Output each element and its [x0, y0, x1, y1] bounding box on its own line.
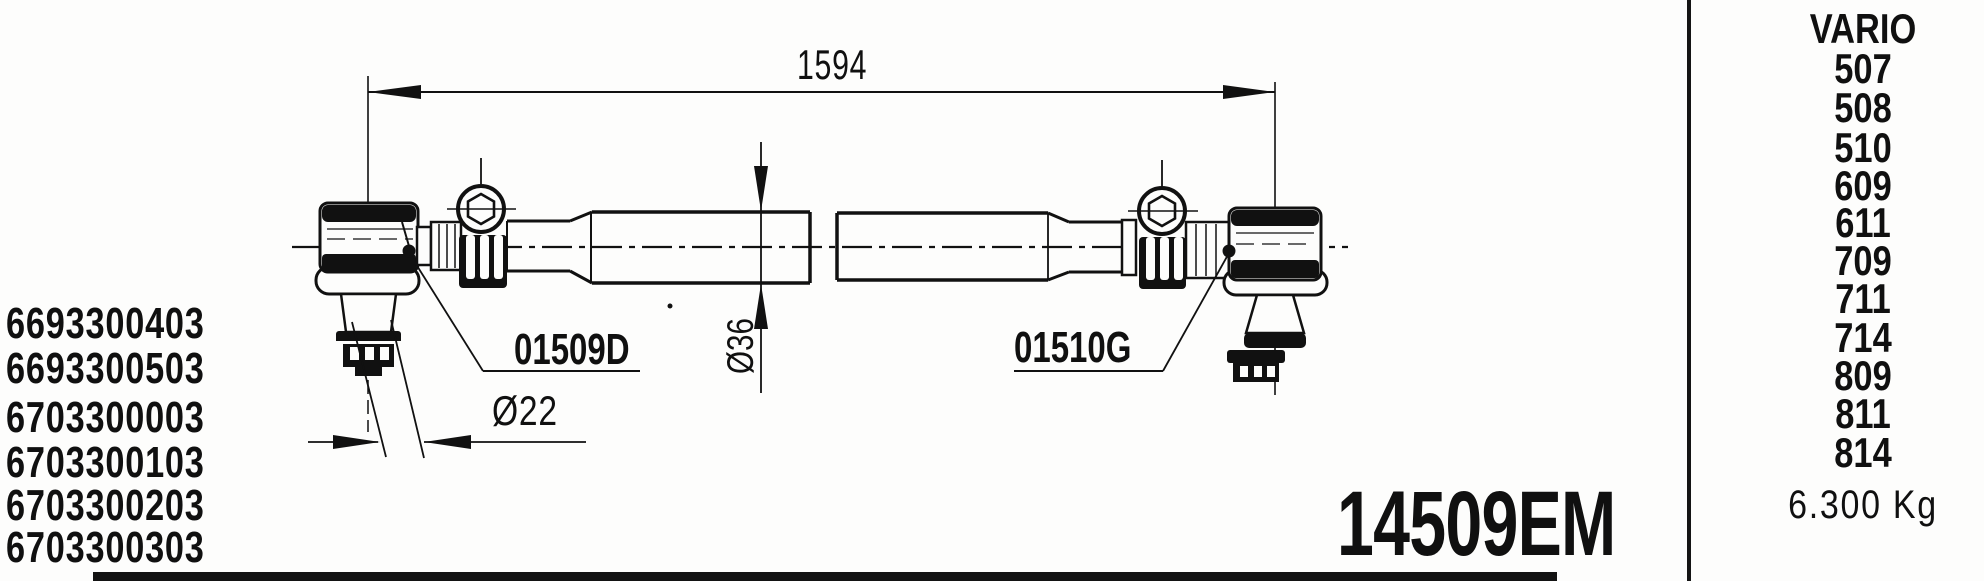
dim-arrow-left [368, 85, 421, 99]
right-label-leader [1162, 252, 1230, 372]
left-joint-part-label: 01509D [514, 325, 630, 374]
vehicle-model: 814 [1834, 429, 1892, 476]
right-stud [1244, 293, 1306, 335]
vehicle-model: 510 [1834, 124, 1892, 171]
dia22-arrow-right [424, 435, 471, 449]
bottom-rule [93, 572, 1557, 581]
oe-part-number: 6693300503 [6, 344, 205, 393]
right-clamp-bolt-hex [1147, 194, 1177, 228]
oe-part-number: 6703300303 [6, 523, 205, 572]
vehicle-model: 611 [1835, 199, 1891, 246]
left-clamp-bolt-hex [466, 192, 496, 226]
length-dimension-label: 1594 [797, 41, 868, 88]
dim-arrow-right [1223, 85, 1275, 99]
left-thread-collar [429, 220, 463, 272]
right-joint-part-label: 01510G [1014, 323, 1132, 372]
oe-part-number: 6703300203 [6, 481, 205, 530]
dia36-arrow-top [754, 166, 768, 211]
right-castle-nut [1227, 350, 1285, 363]
main-part-number: 14509EM [1337, 473, 1616, 575]
vehicle-model: 609 [1834, 162, 1892, 209]
cone-diameter-label: Ø22 [492, 387, 558, 434]
weight-value: 6.300 Kg [1788, 483, 1938, 527]
vehicle-series-header: VARIO [1809, 5, 1917, 52]
left-label-leader [408, 252, 484, 372]
oe-part-number: 6703300003 [6, 393, 205, 442]
vehicle-model: 714 [1834, 314, 1892, 361]
vehicle-model: 709 [1834, 237, 1892, 284]
left-leader-dot [402, 244, 416, 258]
dia36-arrow-bottom [754, 284, 768, 329]
rod-diameter-label: Ø36 [720, 318, 761, 374]
vehicle-model: 811 [1835, 390, 1891, 437]
column-divider-line [1687, 0, 1691, 581]
tube-right-section [837, 211, 1048, 282]
vehicle-model: 507 [1834, 45, 1892, 92]
right-leader-dot [1222, 244, 1236, 258]
vehicle-model: 508 [1834, 84, 1892, 131]
dia22-arrow-left [333, 435, 380, 449]
vehicle-model: 711 [1835, 275, 1891, 322]
tube-left-section [592, 210, 810, 285]
left-stud [339, 292, 398, 334]
oe-part-number: 6693300403 [6, 299, 205, 348]
oe-part-number: 6703300103 [6, 438, 205, 487]
vehicle-model: 809 [1834, 352, 1892, 399]
